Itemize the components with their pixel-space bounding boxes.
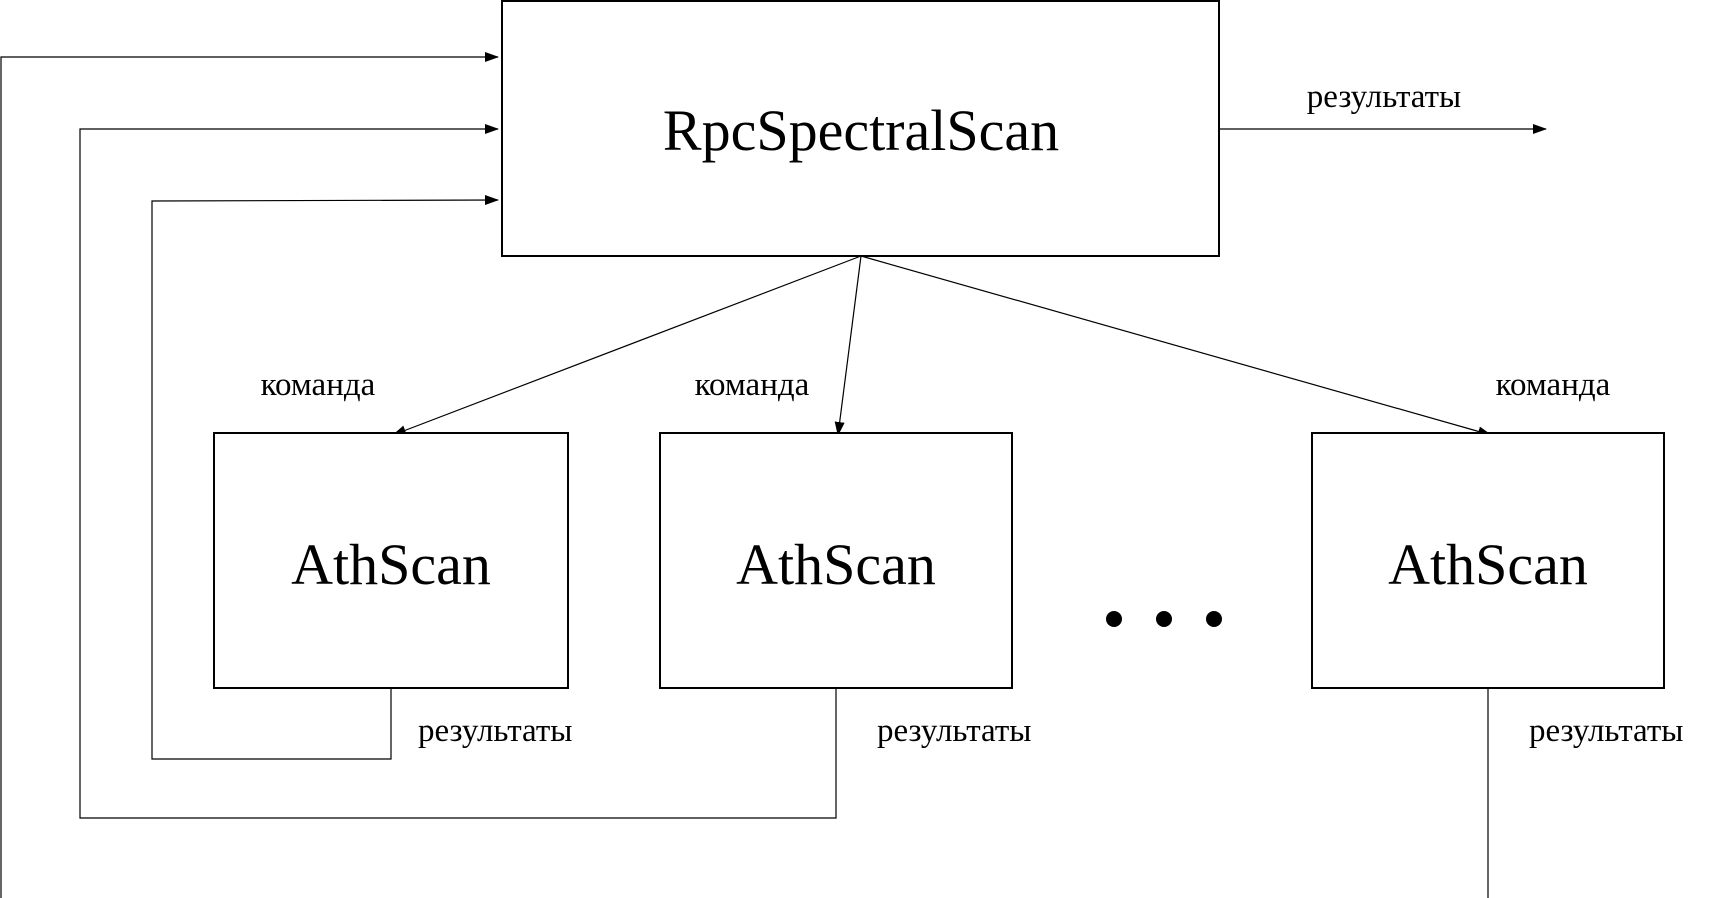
ath-scan-title-1: AthScan bbox=[291, 532, 491, 597]
ellipsis-dot-1 bbox=[1106, 611, 1122, 627]
command-label-2: команда bbox=[695, 367, 810, 403]
ath-scan-title-2: AthScan bbox=[736, 532, 936, 597]
command-arrow-3 bbox=[860, 255, 1492, 437]
rpc-spectral-scan-title: RpcSpectralScan bbox=[663, 98, 1059, 163]
command-arrow-1 bbox=[392, 255, 862, 436]
ellipsis-dots bbox=[1106, 611, 1222, 627]
command-arrow-2 bbox=[834, 255, 862, 436]
command-label-3: команда bbox=[1496, 367, 1611, 403]
results-feedback-path-2 bbox=[79, 124, 837, 819]
command-label-1: команда bbox=[261, 367, 376, 403]
ath-scan-block-1 bbox=[213, 432, 569, 689]
results-label-3: результаты bbox=[1529, 713, 1683, 749]
results-feedback-path-3 bbox=[0, 52, 1489, 898]
output-results-label: результаты bbox=[1307, 79, 1461, 115]
ellipsis-dot-3 bbox=[1206, 611, 1222, 627]
ellipsis-dot-2 bbox=[1156, 611, 1172, 627]
ath-scan-title-3: AthScan bbox=[1388, 532, 1588, 597]
results-feedback-path-1 bbox=[151, 195, 499, 760]
results-label-1: результаты bbox=[418, 713, 572, 749]
ath-scan-block-3 bbox=[1311, 432, 1665, 689]
results-label-2: результаты bbox=[877, 713, 1031, 749]
rpc-spectral-scan-block bbox=[501, 0, 1220, 257]
